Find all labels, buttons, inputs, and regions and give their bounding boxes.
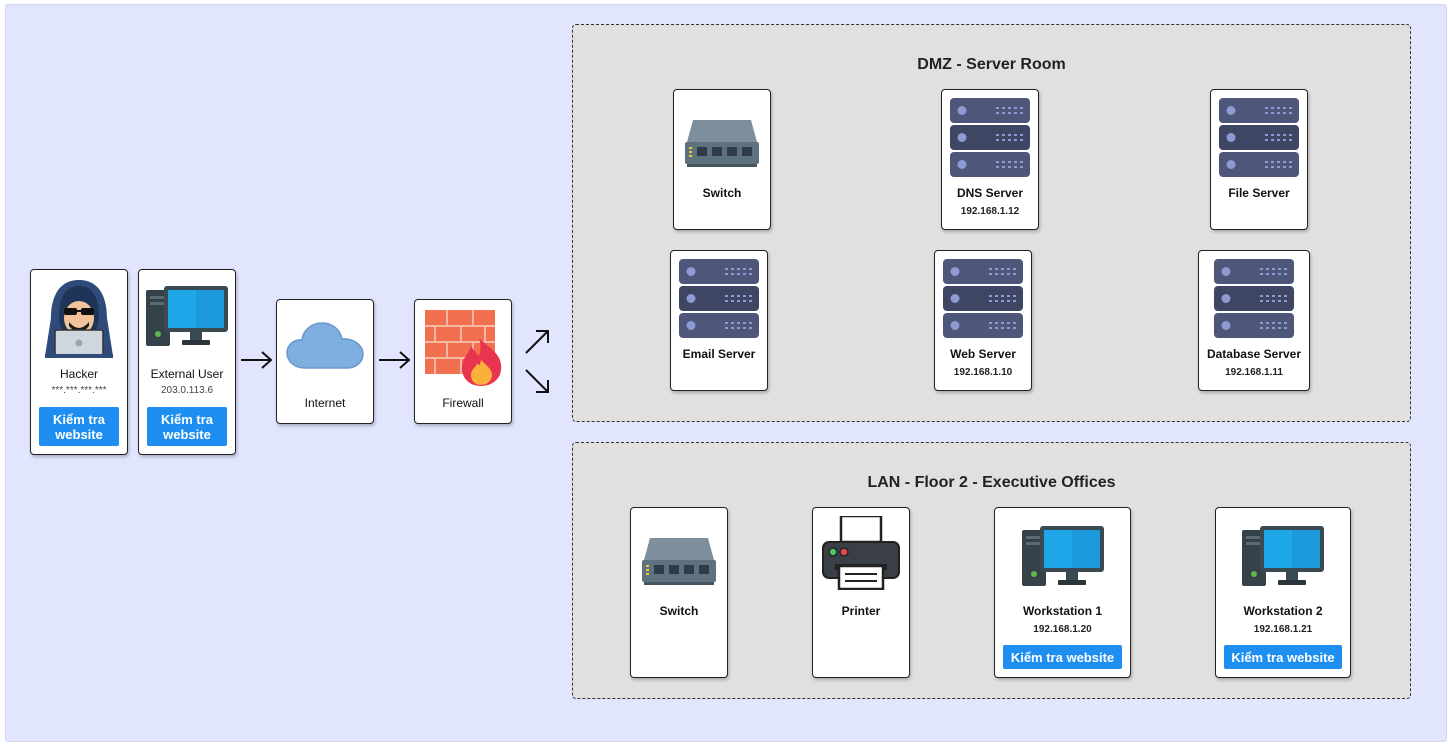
firewall-icon [423, 308, 503, 388]
external-user-check-website-button[interactable]: Kiểm tra website [147, 407, 227, 446]
database-server-label: Database Server [1206, 347, 1302, 361]
workstation-2-ip: 192.168.1.21 [1253, 624, 1313, 635]
lan-switch-node[interactable]: Switch [630, 507, 728, 678]
file-server-label: File Server [1228, 186, 1290, 200]
printer-label: Printer [841, 604, 881, 618]
firewall-label: Firewall [442, 396, 484, 410]
arrow-right-icon [379, 351, 411, 369]
switch-icon [685, 118, 759, 168]
external-user-label: External User [150, 367, 224, 381]
file-server-node[interactable]: File Server [1210, 89, 1308, 230]
arrow-right-icon [241, 351, 273, 369]
database-server-ip: 192.168.1.11 [1225, 367, 1283, 378]
external-user-node[interactable]: External User 203.0.113.6 Kiểm tra websi… [138, 269, 236, 455]
switch-icon [642, 536, 716, 586]
firewall-node[interactable]: Firewall [414, 299, 512, 424]
printer-node[interactable]: Printer [812, 507, 910, 678]
dns-server-node[interactable]: DNS Server 192.168.1.12 [941, 89, 1039, 230]
web-server-node[interactable]: Web Server 192.168.1.10 [934, 250, 1032, 391]
dns-server-label: DNS Server [956, 186, 1024, 200]
hacker-label: Hacker [59, 367, 98, 381]
server-icon [950, 98, 1030, 178]
hacker-icon [39, 278, 119, 358]
server-icon [1219, 98, 1299, 178]
workstation-2-check-website-button[interactable]: Kiểm tra website [1224, 645, 1342, 669]
cloud-icon [285, 320, 365, 370]
server-icon [1214, 259, 1294, 339]
arrow-down-right-icon [525, 369, 549, 393]
arrow-up-right-icon [525, 330, 549, 354]
database-server-node[interactable]: Database Server 192.168.1.11 [1198, 250, 1310, 391]
hacker-ip: ***.***.***.*** [51, 385, 107, 396]
dns-server-ip: 192.168.1.12 [960, 206, 1020, 217]
workstation-1-label: Workstation 1 [1022, 604, 1103, 618]
internet-label: Internet [304, 396, 346, 410]
computer-icon [146, 286, 228, 348]
dmz-zone-title: DMZ - Server Room [917, 56, 1066, 73]
hacker-check-website-button[interactable]: Kiểm tra website [39, 407, 119, 446]
external-user-ip: 203.0.113.6 [160, 385, 214, 396]
dmz-switch-label: Switch [702, 186, 742, 200]
email-server-label: Email Server [682, 347, 756, 361]
lan-zone-title: LAN - Floor 2 - Executive Offices [867, 474, 1116, 491]
printer-icon [821, 516, 901, 590]
web-server-label: Web Server [950, 347, 1016, 361]
lan-switch-label: Switch [659, 604, 699, 618]
email-server-node[interactable]: Email Server [670, 250, 768, 391]
workstation-1-node[interactable]: Workstation 1 192.168.1.20 Kiểm tra webs… [994, 507, 1131, 678]
workstation-1-check-website-button[interactable]: Kiểm tra website [1003, 645, 1122, 669]
computer-icon [1022, 526, 1104, 588]
workstation-1-ip: 192.168.1.20 [1033, 624, 1092, 635]
dmz-switch-node[interactable]: Switch [673, 89, 771, 230]
server-icon [679, 259, 759, 339]
web-server-ip: 192.168.1.10 [953, 367, 1013, 378]
hacker-node[interactable]: Hacker ***.***.***.*** Kiểm tra website [30, 269, 128, 455]
internet-node[interactable]: Internet [276, 299, 374, 424]
workstation-2-node[interactable]: Workstation 2 192.168.1.21 Kiểm tra webs… [1215, 507, 1351, 678]
server-icon [943, 259, 1023, 339]
computer-icon [1242, 526, 1324, 588]
workstation-2-label: Workstation 2 [1243, 604, 1323, 618]
